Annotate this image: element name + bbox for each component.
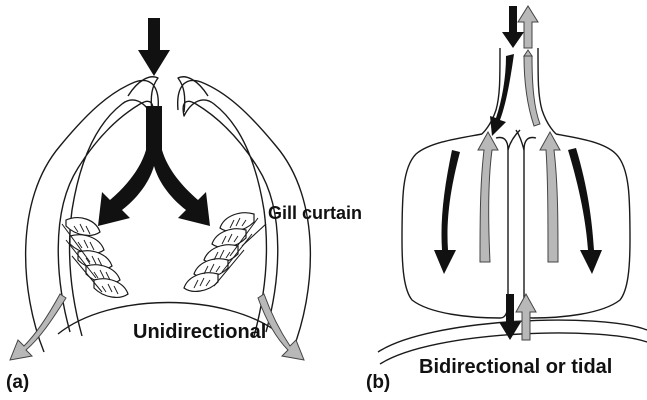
trachea-inflow-arrow	[502, 6, 524, 48]
right-mouth-flap	[178, 77, 208, 112]
left-lung-down-arrow	[434, 150, 460, 274]
right-gill-curtain	[184, 213, 258, 292]
left-outflow-arrow	[10, 294, 66, 360]
incoming-water-arrow	[138, 18, 170, 76]
bidirectional-label: Bidirectional or tidal	[419, 356, 612, 379]
panel-b-label: (b)	[366, 372, 390, 394]
right-lung-up-arrow	[540, 132, 560, 262]
unidirectional-label: Unidirectional	[133, 321, 266, 344]
gill-filament	[184, 273, 218, 292]
branching-water-arrow	[98, 106, 210, 226]
gill-filament	[66, 218, 100, 236]
right-lung-down-arrow	[568, 148, 602, 274]
right-bronchus-inner	[516, 130, 524, 150]
trachea-outflow-arrow	[518, 6, 538, 48]
panel-b-light-arrows	[478, 6, 560, 340]
left-lung-up-arrow	[478, 132, 498, 262]
trachea-inflow-arrow-lower	[490, 54, 514, 136]
gill-curtain-label: Gill curtain	[268, 203, 362, 224]
panel-a-label: (a)	[6, 372, 29, 394]
panel-b-dark-arrows	[434, 6, 602, 340]
trachea-right-wall	[538, 48, 556, 134]
